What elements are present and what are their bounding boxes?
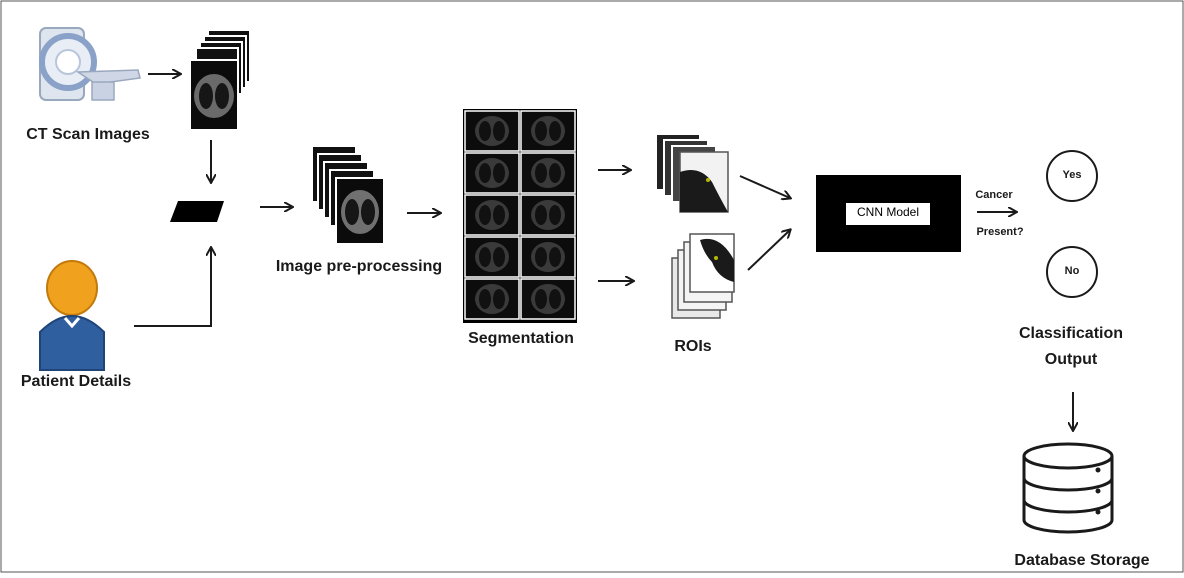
segmentation-tile bbox=[464, 194, 520, 236]
decision-label-line1: Cancer bbox=[975, 189, 1013, 201]
patient-icon bbox=[39, 260, 105, 371]
arrow-roi-top-to-cnn bbox=[739, 175, 790, 198]
segmentation-tile bbox=[464, 110, 520, 152]
merge-node bbox=[170, 201, 224, 222]
decision-label-line2: Present? bbox=[976, 226, 1024, 238]
database-storage-label: Database Storage bbox=[1014, 552, 1150, 569]
classification-output-line2: Output bbox=[1044, 351, 1098, 368]
segmentation-tile bbox=[520, 278, 576, 320]
segmentation-tile bbox=[520, 152, 576, 194]
database-icon bbox=[1022, 442, 1114, 534]
classification-output-line1: Classification bbox=[1018, 325, 1124, 342]
cnn-model-label: CNN Model bbox=[856, 205, 920, 219]
segmentation-label: Segmentation bbox=[468, 330, 574, 347]
ct-image-stack-icon bbox=[189, 29, 251, 131]
yes-label: Yes bbox=[1062, 169, 1082, 181]
roi-stack-bottom-icon bbox=[671, 233, 735, 319]
arrow-patient-to-merge bbox=[134, 248, 211, 327]
segmentation-tile bbox=[520, 110, 576, 152]
segmentation-tile bbox=[520, 194, 576, 236]
patient-details-label: Patient Details bbox=[20, 373, 132, 390]
cnn-model-box bbox=[816, 175, 961, 252]
segmentation-tile bbox=[520, 236, 576, 278]
segmentation-grid bbox=[463, 109, 577, 323]
segmentation-tile bbox=[464, 278, 520, 320]
rois-label: ROIs bbox=[674, 338, 712, 355]
segmentation-tile bbox=[464, 152, 520, 194]
yes-node bbox=[1046, 150, 1098, 202]
roi-stack-top-icon bbox=[655, 133, 729, 213]
preprocessing-stack-icon bbox=[311, 145, 385, 245]
segmentation-tile bbox=[464, 236, 520, 278]
preprocessing-label: Image pre-processing bbox=[275, 258, 443, 275]
ct-scan-label: CT Scan Images bbox=[26, 126, 150, 143]
ct-scanner-icon bbox=[39, 27, 141, 101]
arrow-roi-bottom-to-cnn bbox=[747, 230, 790, 271]
no-label: No bbox=[1064, 265, 1080, 277]
no-node bbox=[1046, 246, 1098, 298]
